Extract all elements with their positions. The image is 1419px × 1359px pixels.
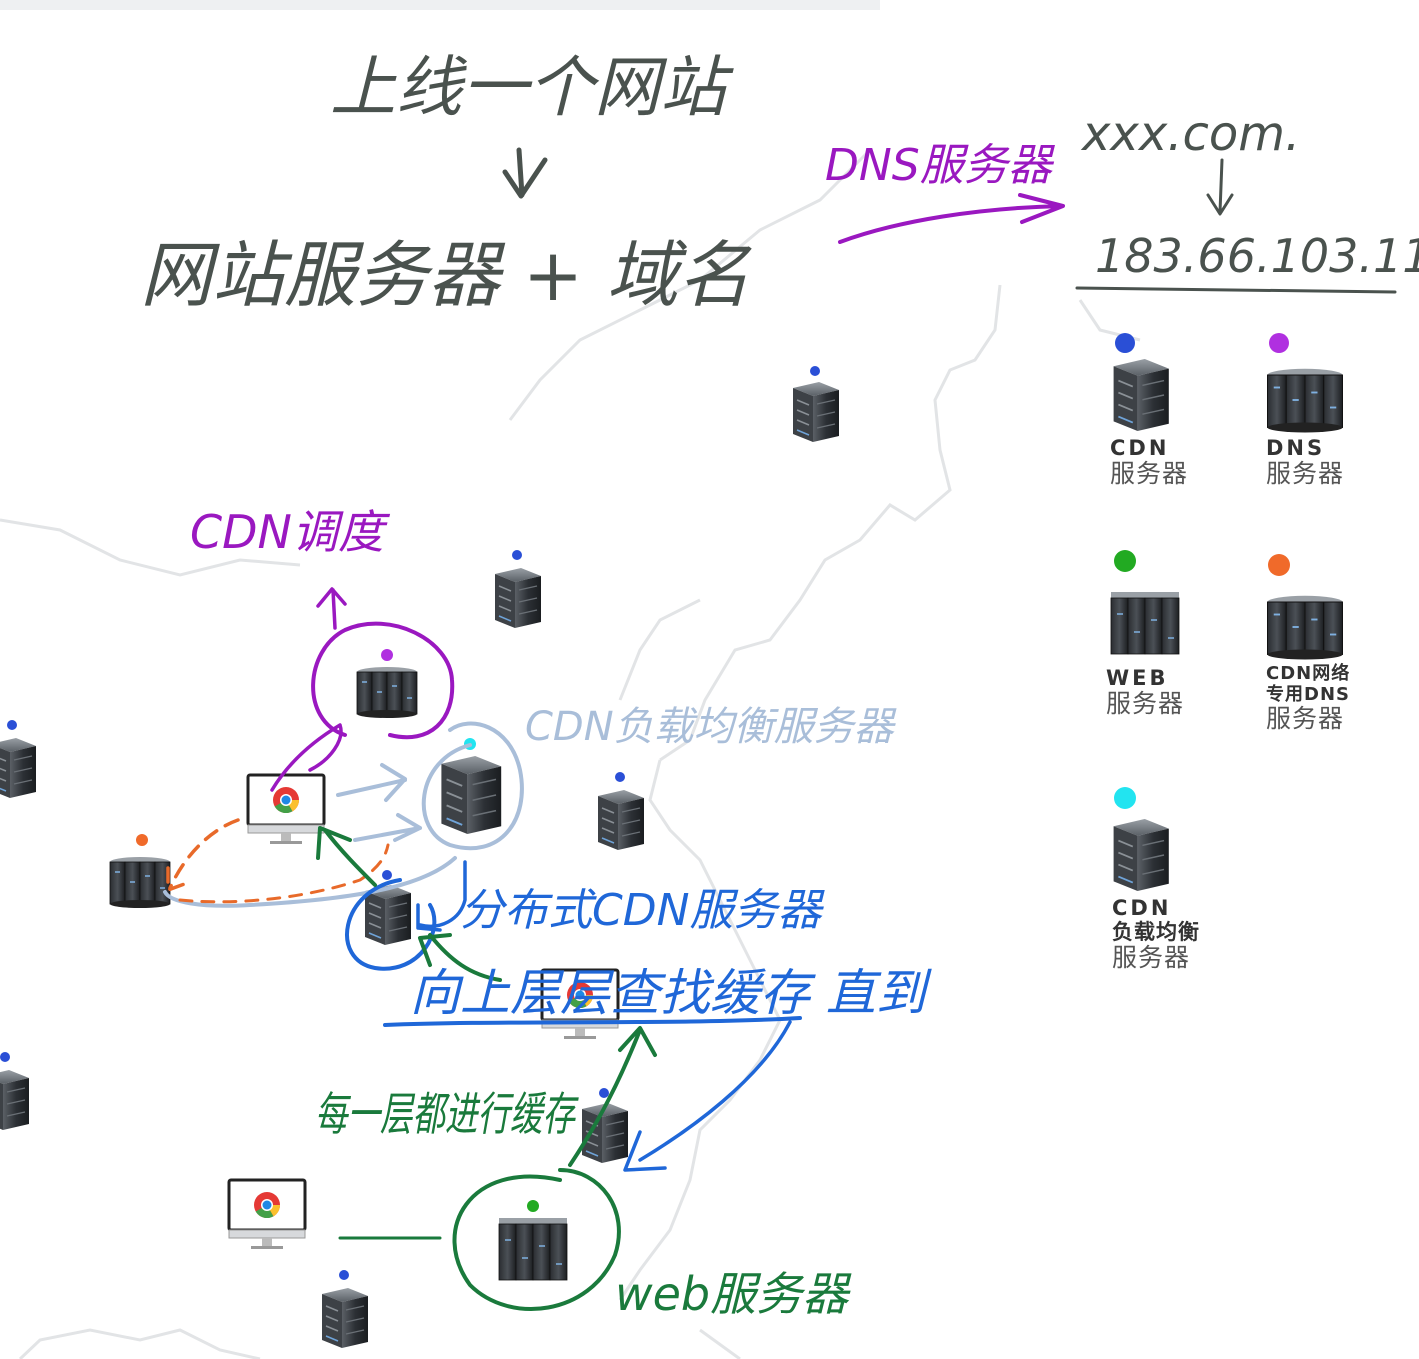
cdn-server-5 xyxy=(364,884,412,946)
legend-dns-name: 服务器 xyxy=(1266,459,1345,489)
lb-edge-arrow xyxy=(416,860,467,932)
legend-lb-dot xyxy=(1114,787,1136,809)
cdn-dot-8 xyxy=(339,1270,349,1280)
dns-label: DNS服务器 xyxy=(825,140,1056,191)
legend-cdn-icon xyxy=(1112,358,1170,432)
pc-dns-arrows xyxy=(270,723,343,792)
legend-cdndns: CDN网络 专用DNS 服务器 xyxy=(1266,663,1351,734)
map-outline xyxy=(0,148,1141,1359)
cdn-dot-4 xyxy=(615,772,625,782)
legend-lb-icon xyxy=(1112,818,1170,892)
cdn-server-1 xyxy=(792,381,840,443)
legend-dns: DNS 服务器 xyxy=(1266,436,1344,489)
cdn-scheduling-text: CDN调度 xyxy=(190,505,391,559)
down-arrow-1 xyxy=(502,147,548,199)
ip-text: 183.66.103.11 xyxy=(1095,229,1419,283)
legend-web-icon xyxy=(1110,591,1180,655)
each-layer-text: 每一层都进行缓存 xyxy=(315,1087,579,1141)
legend-cdndns-code: CDN网络 xyxy=(1266,663,1351,684)
cdn-server-2 xyxy=(494,567,542,629)
web-server-text: web服务器 xyxy=(615,1267,852,1321)
pc-cdndns-arrow xyxy=(166,818,240,892)
handwritten-labels: 上线一个网站 网站服务器 + 域名 DNS服务器 xxx.com. 183.66… xyxy=(140,49,1419,1321)
legend-cdn-name: 服务器 xyxy=(1110,459,1189,489)
cache-arrow-1 xyxy=(418,933,502,982)
down-arrow-2 xyxy=(1206,158,1234,216)
client-pc-1 xyxy=(246,773,326,846)
lookup-underline xyxy=(383,1016,802,1027)
web-server xyxy=(498,1217,568,1281)
formula-text: 网站服务器 + 域名 xyxy=(140,233,752,317)
ip-underline xyxy=(1075,286,1397,294)
cdn-lb-text: CDN负载均衡服务器 xyxy=(525,704,897,750)
title-text: 上线一个网站 xyxy=(330,49,734,126)
lb-server xyxy=(440,755,503,835)
cdn-dot-3 xyxy=(7,720,17,730)
cdn-server-6 xyxy=(0,1069,30,1131)
edge-circle xyxy=(345,878,437,971)
dns-arrow xyxy=(838,193,1065,244)
legend-dns-code: DNS xyxy=(1266,436,1326,460)
legend-web-name: 服务器 xyxy=(1106,689,1185,719)
dns-dot xyxy=(381,649,393,661)
dns-circle xyxy=(311,621,455,740)
header-band xyxy=(0,0,880,10)
legend-cdn-dot xyxy=(1115,333,1135,353)
distributed-cdn-text: 分布式CDN服务器 xyxy=(460,885,826,936)
legend-cdndns-dot xyxy=(1268,554,1290,576)
scheduling-arrow xyxy=(316,587,347,630)
pc-lb-arrow-2 xyxy=(353,813,422,842)
legend-cdndns-code2: 专用DNS xyxy=(1266,683,1350,705)
cdn-dns-server xyxy=(109,856,171,909)
web-dot xyxy=(527,1200,539,1212)
cdn-dot-1 xyxy=(810,366,820,376)
legend-web: WEB 服务器 xyxy=(1106,666,1184,719)
dns-server xyxy=(356,666,418,719)
legend-web-code: WEB xyxy=(1106,666,1169,690)
legend-lb: CDN 负载均衡 服务器 xyxy=(1112,896,1200,973)
legend-lb-code: CDN xyxy=(1112,896,1172,920)
lb-cdndns-curve xyxy=(163,856,457,908)
domain-text: xxx.com. xyxy=(1080,106,1300,162)
cdn-dot-7 xyxy=(599,1088,609,1098)
legend-cdndns-icon xyxy=(1266,594,1344,661)
legend-cdn-code: CDN xyxy=(1110,436,1170,460)
map-servers xyxy=(0,366,840,1349)
legend-web-dot xyxy=(1114,550,1136,572)
cdn-dot-2 xyxy=(512,550,522,560)
cdn-dot-6 xyxy=(0,1052,10,1062)
legend-dns-icon xyxy=(1266,367,1344,434)
cache-arrow-2 xyxy=(568,1026,657,1167)
lookup-cache-text: 向上层层查找缓存 直到 xyxy=(410,964,932,1022)
web-circle xyxy=(452,1168,621,1311)
lb-circle xyxy=(421,721,524,851)
cdn-dot-5 xyxy=(382,870,392,880)
lookup-arrow xyxy=(623,1020,792,1172)
cdn-dns-dot xyxy=(136,834,148,846)
legend-cdndns-name: 服务器 xyxy=(1266,704,1345,734)
cdn-server-8 xyxy=(321,1287,369,1349)
legend-cdn: CDN 服务器 xyxy=(1110,436,1188,489)
cdn-server-3 xyxy=(0,737,37,799)
pc-lb-arrow-1 xyxy=(336,763,407,802)
legend-dns-dot xyxy=(1269,333,1289,353)
legend-lb-name: 服务器 xyxy=(1112,943,1191,973)
legend-icons xyxy=(1110,333,1344,892)
cdndns-return xyxy=(178,843,390,904)
edge-pc-arrow xyxy=(316,826,377,887)
client-pc-3 xyxy=(227,1178,307,1251)
legend-lb-code2: 负载均衡 xyxy=(1112,920,1200,945)
cdn-server-4 xyxy=(597,789,645,851)
